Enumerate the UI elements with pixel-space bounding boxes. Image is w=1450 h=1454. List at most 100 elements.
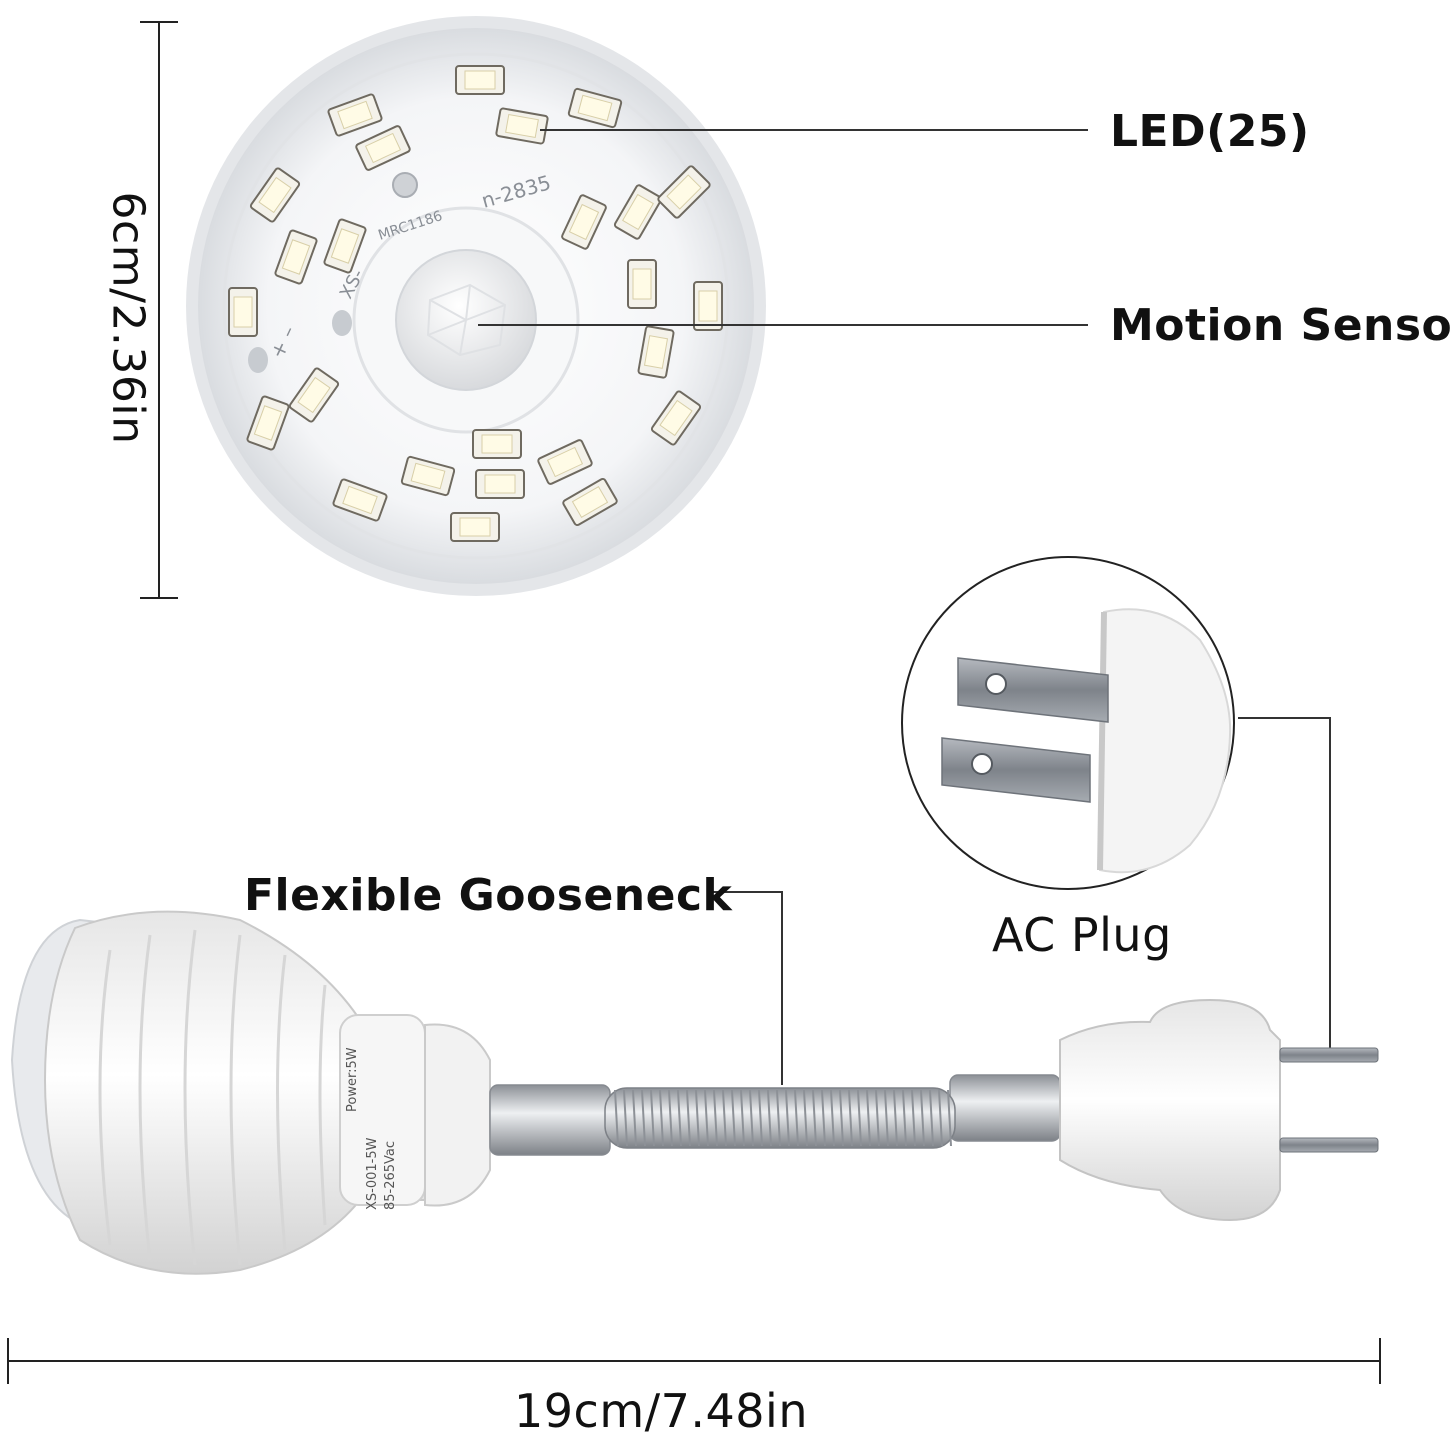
gooseneck-coil	[623, 1089, 628, 1147]
disc-inner-ring	[222, 52, 730, 560]
gooseneck-coil	[839, 1089, 844, 1147]
gooseneck-coil	[785, 1089, 790, 1147]
led-chip	[627, 259, 657, 309]
gooseneck-coil	[830, 1089, 835, 1147]
ac-plug-zoom	[901, 556, 1235, 890]
solder-point-positive	[248, 347, 268, 373]
gooseneck-coil	[632, 1089, 637, 1147]
led-chip	[323, 218, 367, 274]
callout-gooseneck-line	[708, 891, 783, 1085]
led-chip	[274, 229, 318, 285]
plug-base	[1059, 998, 1281, 1222]
gooseneck-coil	[668, 1089, 673, 1147]
led-chip	[450, 512, 500, 542]
gooseneck-coil	[812, 1089, 817, 1147]
solder-point-negative	[332, 310, 352, 336]
pcb-component	[392, 172, 418, 198]
led-chip	[537, 439, 593, 485]
led-chip	[400, 455, 456, 497]
led-chips	[228, 65, 723, 542]
lamp-assembly: Power:5W XS-001-5W 85-265Vac	[10, 910, 1379, 1275]
plug-housing	[1098, 608, 1232, 874]
led-chip	[567, 87, 623, 129]
gooseneck-coil	[650, 1089, 655, 1147]
led-chip	[327, 93, 383, 137]
gooseneck-coil	[947, 1089, 952, 1147]
gooseneck-coils	[614, 1089, 952, 1147]
plug-prong-bottom	[1279, 1137, 1379, 1153]
led-chip	[455, 65, 505, 95]
gooseneck-coil	[713, 1089, 718, 1147]
gooseneck-coil	[902, 1089, 907, 1147]
height-dimension-line	[140, 21, 178, 599]
width-dimension-label: 19cm/7.48in	[514, 1384, 808, 1438]
led-chip	[561, 194, 607, 250]
height-dimension-label: 6cm/2.36in	[102, 191, 154, 445]
gooseneck-coil	[641, 1089, 646, 1147]
gooseneck-coil	[776, 1089, 781, 1147]
plug-prong-top	[1279, 1047, 1379, 1063]
led-disc: MRC1186 XS- n-2835 + –	[186, 16, 766, 596]
power-marking: Power:5W	[345, 1047, 360, 1112]
gooseneck-coil	[677, 1089, 682, 1147]
collar-markings: Power:5W XS-001-5W 85-265Vac	[345, 1047, 398, 1210]
lamp-body	[43, 910, 431, 1275]
gooseneck-coil	[740, 1089, 745, 1147]
led-chip	[246, 395, 290, 451]
led-count-label: LED(25)	[1110, 106, 1310, 157]
gooseneck-coil	[920, 1089, 925, 1147]
model-marking: XS-001-5W	[365, 1137, 380, 1210]
gooseneck-coil	[686, 1089, 691, 1147]
metal-sleeve-right	[949, 1074, 1061, 1142]
gooseneck-coil	[884, 1089, 889, 1147]
gooseneck-coil	[803, 1089, 808, 1147]
led-chip	[475, 469, 525, 499]
led-chip	[249, 167, 301, 223]
gooseneck-coil	[614, 1089, 619, 1147]
led-chip	[332, 478, 388, 522]
led-chip	[657, 165, 711, 219]
metal-sleeve-left	[489, 1084, 611, 1156]
led-chip	[288, 367, 340, 423]
led-chip	[693, 281, 723, 331]
callout-lines	[478, 129, 1331, 1085]
voltage-marking: 85-265Vac	[383, 1141, 398, 1210]
gooseneck-coil	[929, 1089, 934, 1147]
led-chip	[650, 390, 702, 446]
gooseneck-coil	[821, 1089, 826, 1147]
gooseneck-coil	[695, 1089, 700, 1147]
ac-plug-label: AC Plug	[992, 908, 1172, 962]
sensor-facets	[426, 283, 507, 357]
gooseneck-coil	[659, 1089, 664, 1147]
motion-sensor-label: Motion Sensor	[1110, 300, 1450, 351]
gooseneck-coil	[848, 1089, 853, 1147]
gooseneck-coil	[893, 1089, 898, 1147]
led-chip	[495, 107, 549, 145]
gooseneck-coil	[749, 1089, 754, 1147]
gooseneck-coil	[938, 1089, 943, 1147]
led-chip	[228, 287, 258, 337]
lamp-socket	[424, 1023, 491, 1207]
gooseneck-coil	[911, 1089, 916, 1147]
gooseneck-coil	[758, 1089, 763, 1147]
led-chip	[472, 429, 522, 459]
width-dimension-line	[7, 1338, 1381, 1384]
led-chip	[637, 325, 675, 379]
plug-face-edge	[1097, 611, 1107, 871]
gooseneck-coil	[731, 1089, 736, 1147]
gooseneck-coil	[794, 1089, 799, 1147]
led-chip	[562, 477, 618, 527]
lamp-body-ribs	[98, 929, 327, 1266]
gooseneck-coil	[866, 1089, 871, 1147]
led-chip	[355, 125, 411, 171]
gooseneck-coil	[857, 1089, 862, 1147]
callout-acplug-line	[1238, 717, 1331, 1055]
led-chip	[613, 184, 663, 240]
gooseneck-coil	[875, 1089, 880, 1147]
gooseneck-coil	[722, 1089, 727, 1147]
gooseneck-coil	[767, 1089, 772, 1147]
gooseneck-coil	[704, 1089, 709, 1147]
prong-hole-bottom	[971, 753, 993, 775]
